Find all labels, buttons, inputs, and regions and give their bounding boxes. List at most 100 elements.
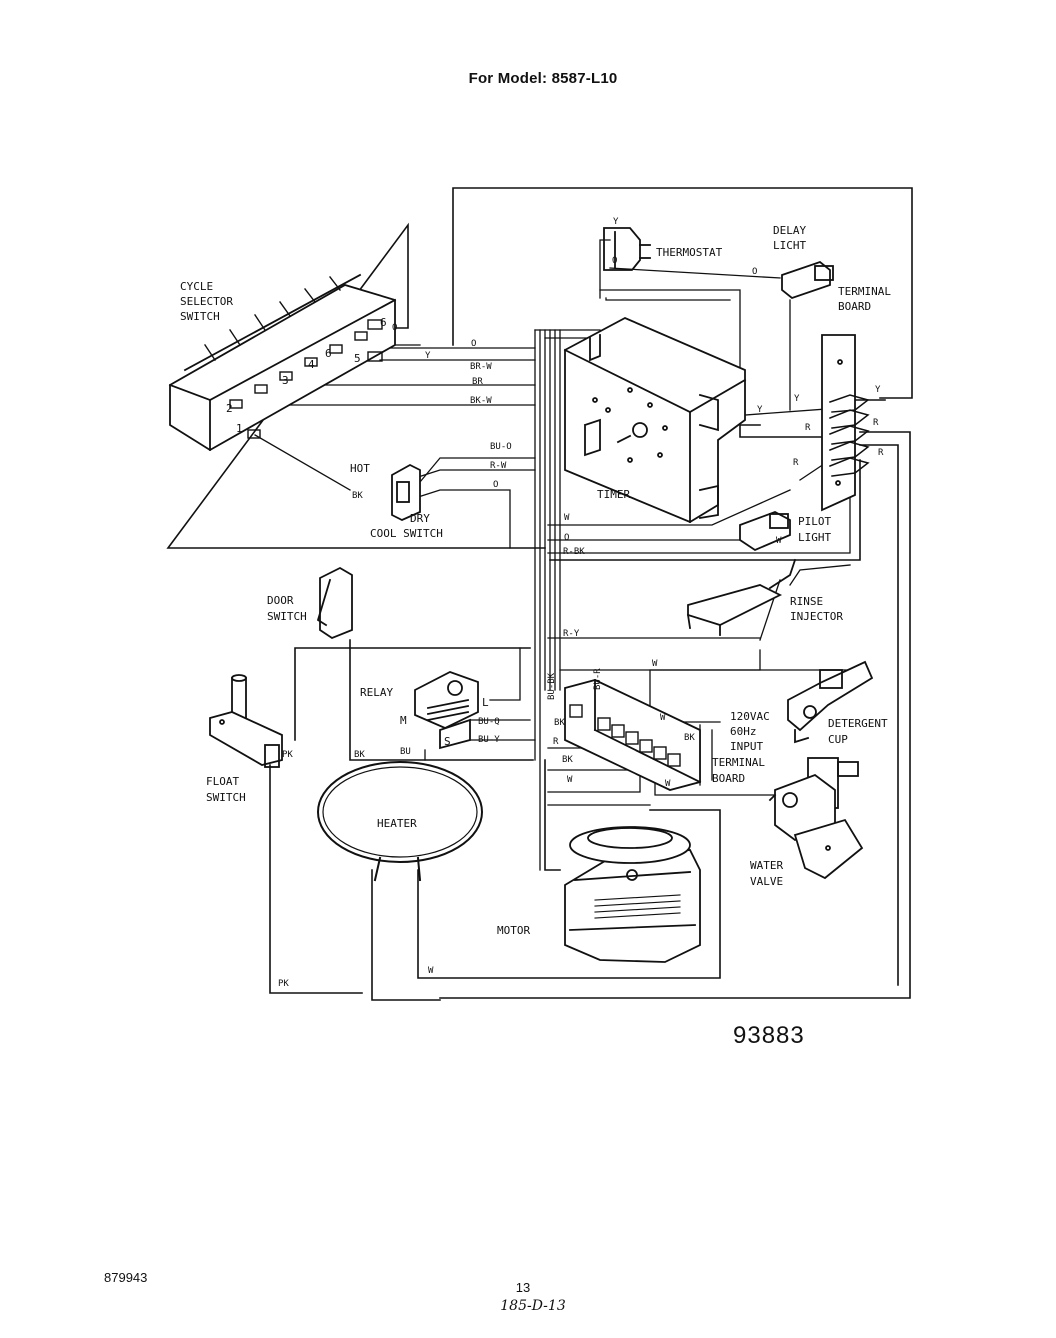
label-delay-light-1: DELAY	[773, 224, 806, 237]
label-water-valve-2: VALVE	[750, 875, 783, 888]
label-input-2: 60Hz	[730, 725, 757, 738]
wire-label-bu-r: BU-R	[593, 668, 603, 690]
motor	[564, 826, 701, 963]
wire-label-r-right-1: R	[873, 418, 879, 428]
label-input-5: BOARD	[712, 772, 745, 785]
label-motor: MOTOR	[497, 924, 530, 937]
cycle-selector-switch	[168, 273, 397, 452]
wire-label-o-dry: O	[493, 480, 498, 490]
wire-label-pk-bottom: PK	[278, 979, 289, 989]
wire-label-r-right-2: R	[878, 448, 884, 458]
switch-position-4: 4	[308, 358, 315, 371]
label-pilot-light-1: PILOT	[798, 515, 831, 528]
wire-label-bu-y: BU-Y	[478, 735, 500, 745]
water-valve	[768, 757, 864, 880]
diagram-number: 93883	[733, 1022, 805, 1049]
label-input-1: 120VAC	[730, 710, 770, 723]
handwritten-reference: 185-D-13	[500, 1298, 566, 1314]
switch-position-6a: 6	[325, 347, 332, 360]
wire-label-bk-input: BK	[684, 733, 695, 743]
wire-label-bk-board: BK	[554, 718, 565, 728]
wire-harness	[239, 239, 861, 871]
wire-label-y-timer: Y	[757, 405, 763, 415]
wire-label-r-board: R	[805, 423, 811, 433]
relay-terminal-m: M	[400, 714, 407, 727]
relay	[414, 671, 479, 750]
dry-cool-switch	[391, 463, 421, 521]
label-dry: DRY	[410, 512, 430, 525]
switch-position-2: 2	[226, 402, 233, 415]
label-heater: HEATER	[377, 817, 417, 830]
label-water-valve-1: WATER	[750, 859, 783, 872]
wire-label-bk-board-2: BK	[562, 755, 573, 765]
label-timer: TIMER	[597, 488, 630, 501]
float-switch	[209, 674, 283, 768]
relay-terminal-s: S	[444, 735, 451, 748]
label-float-switch-2: SWITCH	[206, 791, 246, 804]
switch-position-1: 1	[236, 422, 243, 435]
wire-label-br-w: BR-W	[470, 362, 492, 372]
wire-label-w-bottom: W	[428, 966, 434, 976]
wire-label-bk-relay: BK	[354, 750, 365, 760]
rinse-injector	[686, 558, 797, 636]
switch-position-3: 3	[282, 374, 289, 387]
wire-label-pk-float: PK	[282, 750, 293, 760]
wire-label-bk-switch: BK	[352, 491, 363, 501]
wire-label-w-input: W	[660, 713, 666, 723]
wire-label-bu: BU	[400, 747, 411, 757]
page-number: 13	[515, 1280, 531, 1295]
delay-light	[781, 260, 834, 300]
wire-label-w-board: W	[567, 775, 573, 785]
wire-label-bu-o: BU-O	[490, 442, 512, 452]
wire-label-y-board: Y	[794, 394, 800, 404]
wire-label-y-thermostat: Y	[613, 217, 619, 227]
wire-label-o-switch: O	[392, 323, 397, 333]
label-input-3: INPUT	[730, 740, 763, 753]
wire-label-o-delay: O	[752, 267, 757, 277]
terminal-board-top	[821, 334, 870, 512]
terminal-board-bottom	[564, 679, 702, 791]
heater	[317, 761, 483, 882]
label-cool-switch: COOL SWITCH	[370, 527, 443, 540]
label-cycle-selector-3: SWITCH	[180, 310, 220, 323]
wire-label-r-w: R-W	[490, 461, 507, 471]
wire-label-o-timer: O	[564, 533, 569, 543]
label-thermostat: THERMOSTAT	[656, 246, 723, 259]
wire-label-o-top: O	[471, 339, 476, 349]
timer	[563, 317, 747, 524]
wire-label-bu-bk: BU-BK	[547, 672, 557, 700]
label-cycle-selector-1: CYCLE	[180, 280, 213, 293]
wire-label-o-thermostat: O	[612, 256, 617, 266]
label-input-4: TERMINAL	[712, 756, 765, 769]
label-float-switch-1: FLOAT	[206, 775, 239, 788]
label-terminal-board-top-2: BOARD	[838, 300, 871, 313]
switch-position-6b: 6	[380, 316, 387, 329]
thermostat	[603, 227, 651, 271]
label-cycle-selector-2: SELECTOR	[180, 295, 233, 308]
wire-label-r-y: R-Y	[563, 629, 580, 639]
relay-terminal-l: L	[482, 696, 489, 709]
label-rinse-injector-1: RINSE	[790, 595, 823, 608]
outer-wires	[166, 187, 913, 1001]
wire-label-bu-q: BU-Q	[478, 717, 500, 727]
wire-label-w-mid: W	[652, 659, 658, 669]
switch-position-5: 5	[354, 352, 361, 365]
wire-label-w-timer: W	[564, 513, 570, 523]
page-title: For Model: 8587-L10	[468, 70, 618, 87]
wire-label-r-bk: R-BK	[563, 547, 585, 557]
wire-label-w-input-2: W	[665, 779, 671, 789]
label-terminal-board-top-1: TERMINAL	[838, 285, 891, 298]
label-pilot-light-2: LIGHT	[798, 531, 831, 544]
pilot-light	[739, 511, 791, 552]
label-hot: HOT	[350, 462, 370, 475]
wire-label-r-pilot: R	[793, 458, 799, 468]
document-number: 879943	[104, 1270, 148, 1285]
label-detergent-cup-1: DETERGENT	[828, 717, 888, 730]
label-door-switch-1: DOOR	[267, 594, 294, 607]
wire-label-y-switch: Y	[425, 351, 431, 361]
label-rinse-injector-2: INJECTOR	[790, 610, 843, 623]
wire-label-w-pilot: W	[776, 536, 782, 546]
labels: CYCLE SELECTOR SWITCH THERMOSTAT DELAY L…	[180, 217, 891, 1049]
